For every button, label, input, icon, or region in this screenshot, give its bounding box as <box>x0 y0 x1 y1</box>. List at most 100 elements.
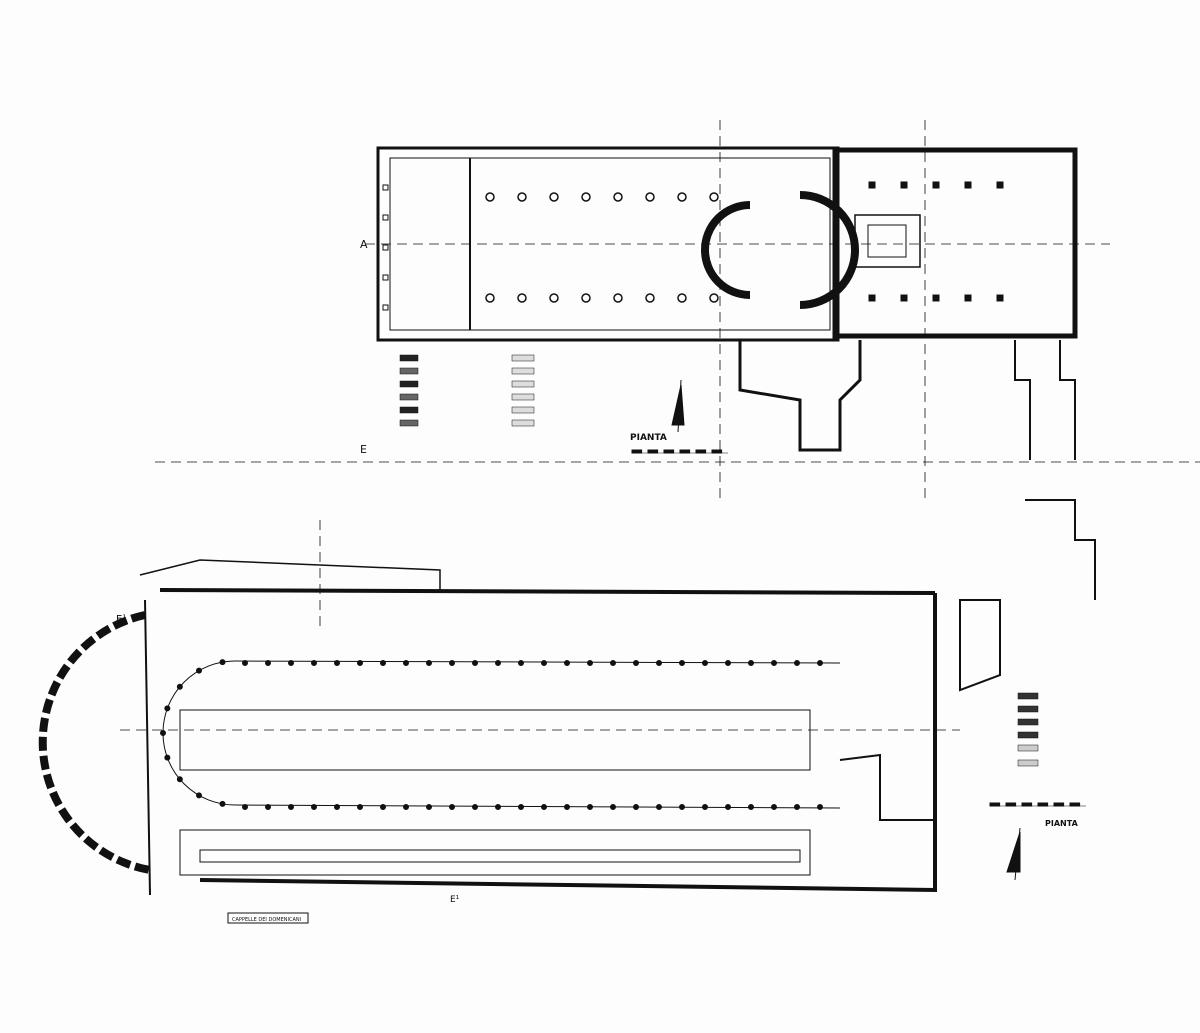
column <box>196 792 202 799</box>
circus-outer-wall <box>159 588 937 893</box>
column <box>265 660 271 666</box>
column <box>677 192 687 202</box>
column <box>549 192 559 202</box>
section-mark-e1-left: E¹ <box>116 614 126 625</box>
column <box>334 804 340 810</box>
column <box>160 730 166 736</box>
scale-segment <box>1053 802 1065 807</box>
lower-plan-title: PIANTA <box>1045 819 1079 828</box>
column <box>725 804 731 810</box>
legend-swatch <box>511 419 535 427</box>
column <box>380 804 386 810</box>
lower-columns <box>160 659 823 810</box>
pier <box>996 294 1004 302</box>
north-rooms <box>139 559 441 590</box>
column <box>517 293 527 303</box>
altar <box>867 224 907 258</box>
column <box>587 804 593 810</box>
column <box>518 660 524 666</box>
column <box>242 804 248 810</box>
legend-swatch <box>399 367 419 375</box>
west-wall <box>144 599 151 896</box>
column <box>748 660 754 666</box>
column <box>380 660 386 666</box>
column <box>242 660 248 666</box>
column <box>472 804 478 810</box>
legend-swatch <box>1017 759 1039 767</box>
upper-legend <box>399 354 535 427</box>
column <box>702 804 708 810</box>
column <box>311 804 317 810</box>
column <box>771 660 777 666</box>
scale-segment <box>1069 802 1081 807</box>
column <box>164 705 171 712</box>
column <box>288 660 294 666</box>
apse-right <box>799 191 859 309</box>
scale-segment <box>631 449 643 454</box>
column <box>794 660 800 666</box>
legend-swatch <box>399 419 419 427</box>
column <box>564 660 570 666</box>
column <box>426 804 432 810</box>
legend-swatch <box>1017 718 1039 726</box>
column <box>709 192 719 202</box>
circus-curved-end <box>38 611 151 874</box>
column <box>265 804 271 810</box>
column <box>541 660 547 666</box>
column <box>219 800 226 807</box>
pier <box>964 294 972 302</box>
column <box>472 660 478 666</box>
north-arrow-lower <box>1006 827 1021 881</box>
column <box>518 804 524 810</box>
column <box>587 660 593 666</box>
column <box>610 660 616 666</box>
wall-pilaster <box>382 244 389 251</box>
column <box>357 804 363 810</box>
column <box>485 192 495 202</box>
column <box>610 804 616 810</box>
column <box>426 660 432 666</box>
column <box>581 192 591 202</box>
scale-segment <box>711 449 723 454</box>
scale-bar-lower <box>989 802 1086 807</box>
wall-pilaster <box>382 214 389 221</box>
southern-annex <box>738 340 862 452</box>
spina <box>179 709 811 771</box>
scale-bar <box>631 449 728 454</box>
column <box>581 293 591 303</box>
section-mark-a: A <box>360 238 368 251</box>
pier <box>932 294 940 302</box>
legend-swatch <box>1017 744 1039 752</box>
upper-columns <box>382 181 1004 311</box>
section-mark-e: E <box>360 443 367 456</box>
pier <box>900 181 908 189</box>
legend-swatch <box>1017 692 1039 700</box>
column <box>633 660 639 666</box>
column <box>677 293 687 303</box>
pier <box>868 181 876 189</box>
legend-swatch <box>399 354 419 362</box>
column <box>817 804 823 810</box>
column <box>702 660 708 666</box>
column <box>541 804 547 810</box>
column <box>709 293 719 303</box>
lower-plan <box>38 499 1096 924</box>
column <box>403 660 409 666</box>
legend-swatch <box>511 393 535 401</box>
pier <box>964 181 972 189</box>
column <box>613 192 623 202</box>
legend-swatch <box>399 393 419 401</box>
column <box>794 804 800 810</box>
legend-swatch <box>399 406 419 414</box>
chapel-label: CAPPELLE DEI DOMENICANI <box>232 917 301 923</box>
upper-plan-title: PIANTA <box>630 433 667 443</box>
east-outbuilding <box>1025 499 1096 600</box>
column <box>771 804 777 810</box>
pier <box>900 294 908 302</box>
eastern-annex <box>1014 340 1076 460</box>
legend-swatch <box>399 380 419 388</box>
east-rooms <box>839 599 1001 821</box>
column <box>485 293 495 303</box>
legend-swatch <box>511 380 535 388</box>
